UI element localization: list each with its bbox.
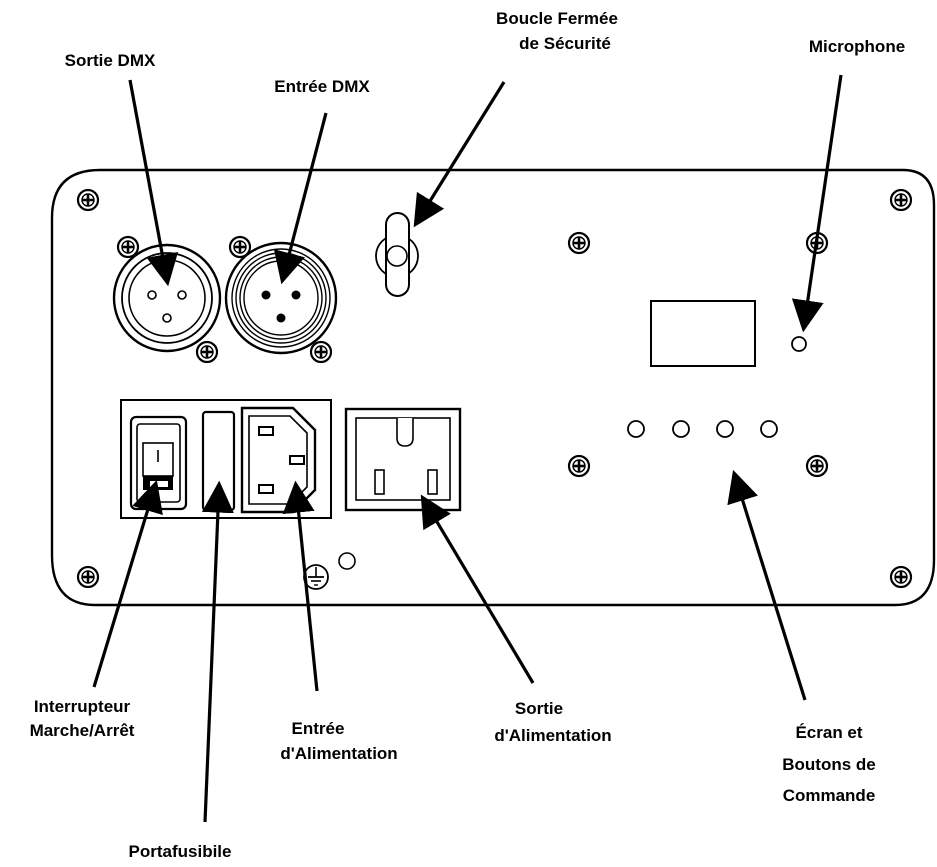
arrow-interrupteur (92, 479, 163, 688)
label-interrupteur-line1: Interrupteur (34, 697, 131, 716)
label-sortie-alim-line1: Sortie (515, 699, 563, 718)
screw-icon (889, 565, 913, 589)
screw-icon (889, 188, 913, 212)
power-module (120, 399, 332, 519)
arrow-microphone (791, 74, 843, 333)
screw-icon (309, 340, 333, 364)
power-inlet (240, 406, 317, 514)
label-microphone: Microphone (809, 37, 905, 56)
label-ecran-line1: Écran et (795, 723, 862, 742)
arrow-ecran (727, 469, 807, 701)
microphone-hole (791, 336, 807, 352)
screw-icon (567, 454, 591, 478)
power-switch (129, 415, 188, 511)
screw-icon (116, 235, 140, 259)
label-boucle-line2: de Sécurité (519, 34, 611, 53)
control-buttons (627, 420, 778, 438)
control-button (760, 420, 778, 438)
screw-icon (195, 340, 219, 364)
label-boucle-line1: Boucle Fermée (496, 9, 618, 28)
label-sortie-dmx: Sortie DMX (65, 51, 156, 70)
label-sortie-alim-line2: d'Alimentation (494, 726, 611, 745)
arrow-portafusibile (201, 480, 234, 823)
dmx-out-connector (112, 235, 222, 364)
arrow-entree-alim (282, 480, 319, 692)
screw-icon (805, 454, 829, 478)
label-portafusibile: Portafusibile (129, 842, 232, 861)
screw-icon (76, 188, 100, 212)
control-button (627, 420, 645, 438)
label-entree-dmx: Entrée DMX (274, 77, 370, 96)
label-entree-alim-line2: d'Alimentation (280, 744, 397, 763)
power-outlet (344, 407, 462, 512)
safety-loop (375, 212, 419, 297)
label-interrupteur-line2: Marche/Arrêt (30, 721, 135, 740)
screw-icon (76, 565, 100, 589)
screw-icon (567, 231, 591, 255)
control-button (672, 420, 690, 438)
arrow-sortie-alim (420, 494, 535, 684)
label-ecran-line2: Boutons de (782, 755, 876, 774)
control-button (716, 420, 734, 438)
arrow-entree-dmx (273, 112, 328, 285)
label-ecran-line3: Commande (783, 786, 876, 805)
rear-panel (50, 168, 936, 607)
arrow-sortie-dmx (128, 79, 179, 287)
display-screen (650, 300, 756, 367)
panel-hole (338, 552, 356, 570)
arrow-boucle (413, 81, 506, 228)
label-entree-alim-line1: Entrée (292, 719, 345, 738)
